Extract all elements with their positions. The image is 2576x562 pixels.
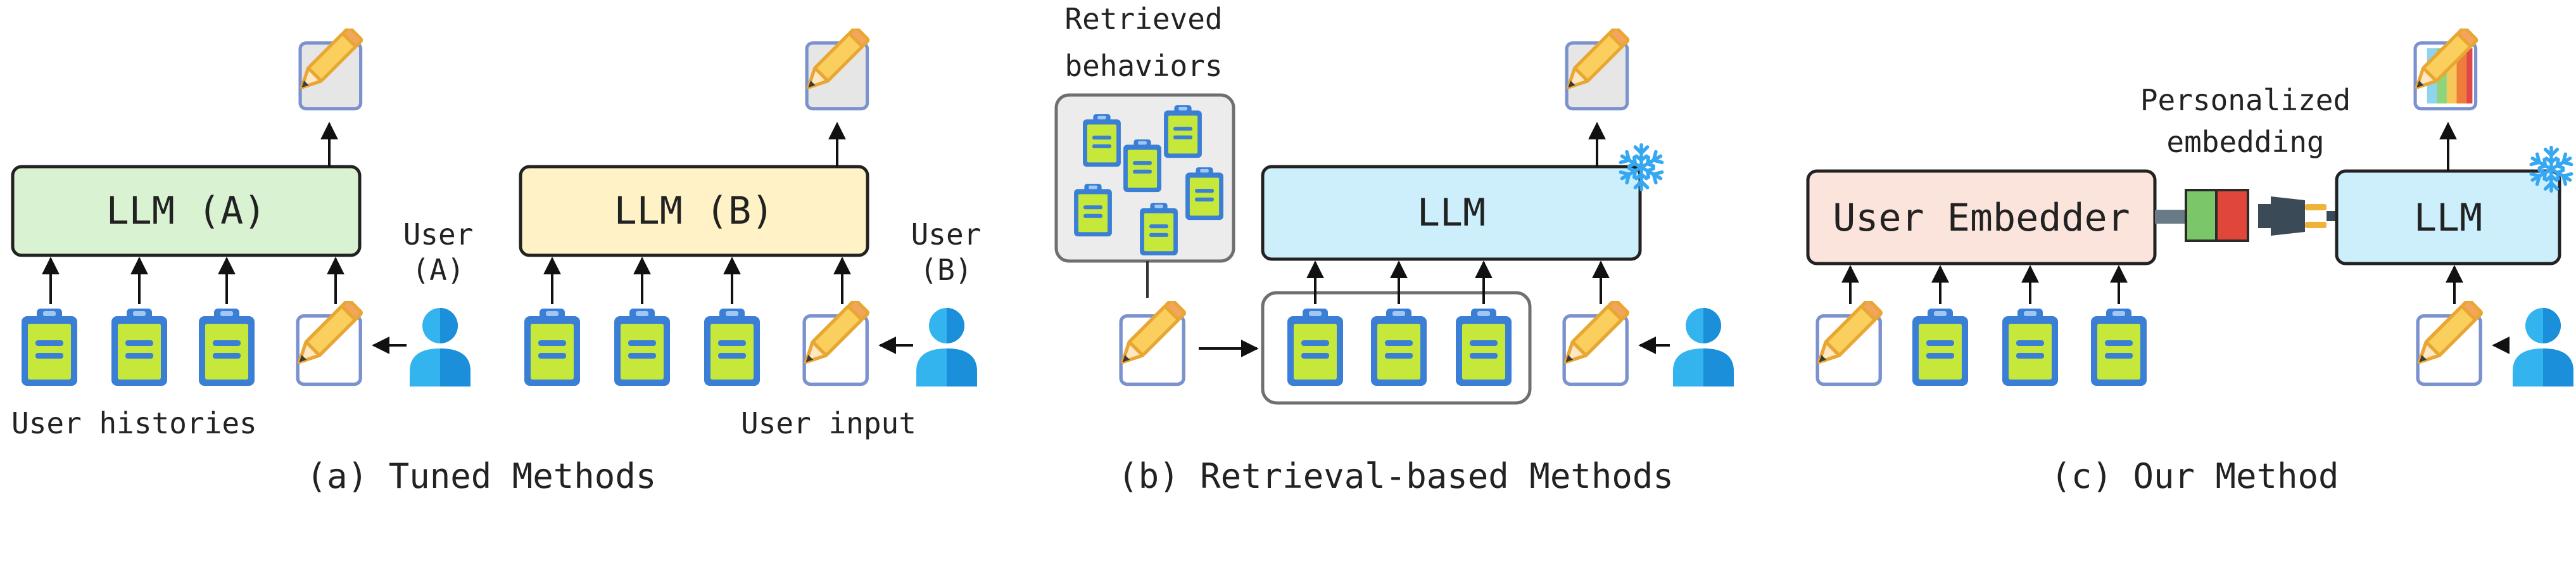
clipboard-icon	[199, 309, 255, 386]
frozen-llm-box	[1261, 165, 1642, 261]
snowflake-icon	[2530, 148, 2573, 191]
pencil-output-icon	[295, 27, 362, 109]
clipboard-icon	[1083, 114, 1121, 167]
user-input-label: User input	[741, 406, 916, 440]
user-icon	[916, 308, 977, 386]
pencil-input-icon	[293, 300, 362, 385]
caption-a: (a) Tuned Methods	[306, 456, 657, 496]
clipboard-icon	[1287, 309, 1343, 386]
clipboard-icon	[1164, 105, 1202, 158]
pencil-output-icon	[802, 27, 869, 109]
clipboard-icon	[524, 309, 580, 386]
pencil-input-icon	[1116, 300, 1185, 385]
retrieved-label-line1: Retrieved	[1064, 2, 1222, 36]
caption-b: (b) Retrieval-based Methods	[1118, 456, 1674, 496]
pencil-personalized-output-icon	[2410, 27, 2477, 109]
clipboard-icon	[1074, 184, 1112, 237]
clipboard-icon	[1456, 309, 1512, 386]
clipboard-icon	[1912, 309, 1968, 386]
llm-a-box	[11, 165, 362, 257]
user-b-label-line1: User	[911, 217, 982, 252]
clipboard-icon	[22, 309, 77, 386]
frozen-llm-label: LLM	[2414, 196, 2482, 240]
retrieved-histories-box	[1261, 291, 1532, 405]
frozen-llm-label: LLM	[1417, 191, 1486, 235]
user-a-label-line1: User	[403, 217, 474, 252]
embedding-connector	[2155, 189, 2249, 242]
clipboard-icon	[2002, 309, 2058, 386]
pencil-input-icon	[1812, 300, 1882, 385]
clipboard-icon	[1371, 309, 1427, 386]
clipboard-icon	[614, 309, 670, 386]
caption-c: (c) Our Method	[2050, 456, 2339, 496]
panel-b: Retrieved behaviors LLM (b) Retrieval-ba…	[1054, 2, 1734, 496]
pencil-input-icon	[1559, 300, 1629, 385]
llm-a-label: LLM (A)	[106, 189, 267, 233]
personalized-label-line1: Personalized	[2140, 83, 2351, 117]
user-embedder-label: User Embedder	[1833, 196, 2130, 240]
panel-a: LLM (A) User (A) LLM (B) User (	[11, 27, 981, 496]
pencil-output-icon	[1562, 27, 1629, 109]
clipboard-icon	[1140, 203, 1178, 256]
user-b-label-line2: (B)	[919, 253, 972, 287]
user-a-label-line2: (A)	[412, 253, 464, 287]
plug-icon	[2258, 196, 2339, 236]
pencil-input-icon	[2413, 300, 2482, 385]
clipboard-icon	[1185, 167, 1223, 220]
user-icon	[1673, 308, 1734, 386]
clipboard-icon	[111, 309, 167, 386]
user-histories-label: User histories	[11, 406, 257, 440]
clipboard-icon	[2091, 309, 2147, 386]
panel-c: User Embedder Personalized embedding LLM	[1806, 27, 2573, 496]
personalized-label-line2: embedding	[2166, 125, 2324, 159]
user-icon	[410, 308, 470, 386]
retrieved-label-line2: behaviors	[1064, 49, 1222, 83]
pencil-input-icon	[799, 300, 869, 385]
clipboard-icon	[704, 309, 760, 386]
llm-b-label: LLM (B)	[614, 189, 774, 233]
user-icon	[2513, 308, 2573, 386]
clipboard-icon	[1123, 139, 1161, 193]
llm-b-box	[519, 165, 869, 257]
